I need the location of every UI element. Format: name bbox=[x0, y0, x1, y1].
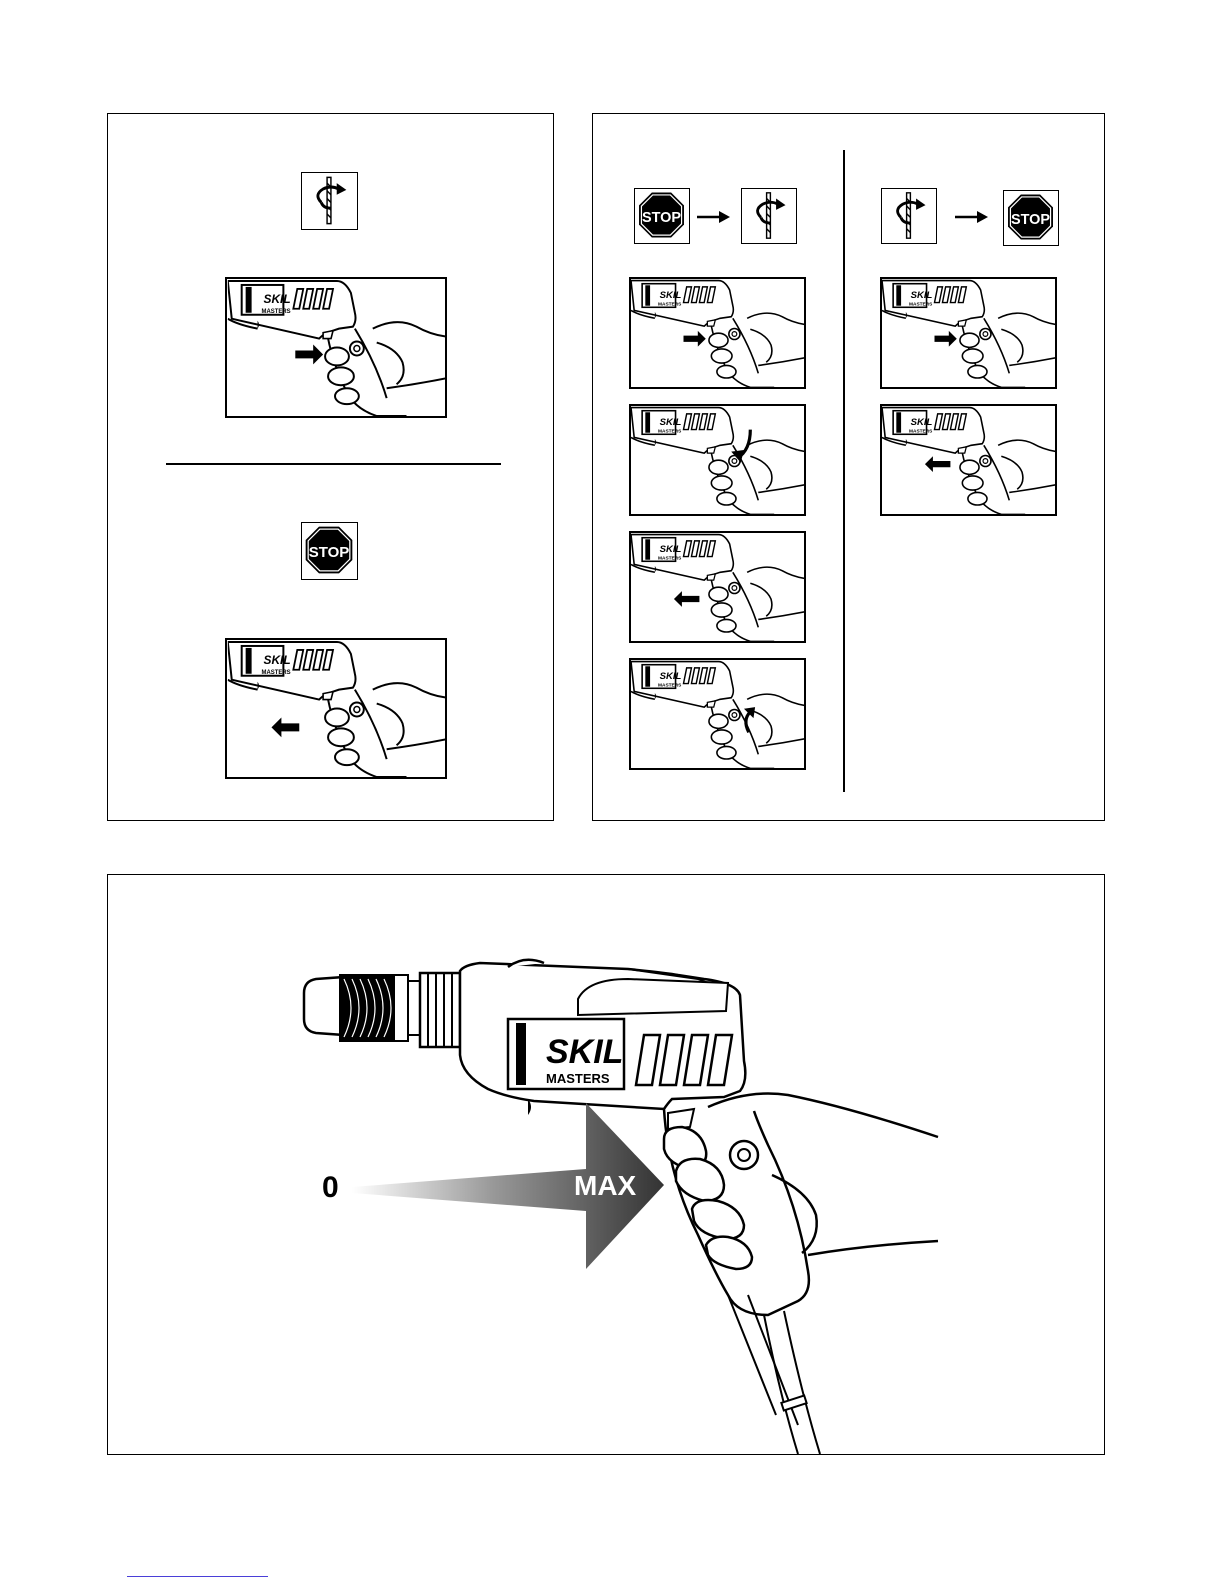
column-divider bbox=[843, 150, 845, 792]
rotation-icon bbox=[742, 189, 795, 242]
unlock-step-1-illustration: SKIL MASTERS bbox=[880, 277, 1057, 389]
brand-sub: MASTERS bbox=[546, 1071, 610, 1086]
unlock-step-2-illustration: SKIL MASTERS bbox=[880, 404, 1057, 516]
svg-text:SKIL: SKIL bbox=[911, 417, 933, 428]
rotation-icon bbox=[882, 189, 935, 242]
stop-symbol-box: STOP bbox=[634, 188, 690, 244]
svg-text:STOP: STOP bbox=[309, 544, 350, 561]
lock-step-2-illustration: SKIL MASTERS bbox=[629, 404, 806, 516]
stop-sign-icon: STOP bbox=[1004, 191, 1057, 244]
svg-text:SKIL: SKIL bbox=[660, 671, 682, 682]
chuck-tip bbox=[304, 977, 344, 1035]
svg-text:SKIL: SKIL bbox=[660, 417, 682, 428]
rotation-symbol-box bbox=[301, 172, 358, 230]
footer-link-rule bbox=[127, 1576, 268, 1577]
switch-off-illustration: SKIL MASTERS bbox=[225, 638, 447, 779]
divider bbox=[166, 463, 501, 465]
rotation-icon bbox=[302, 173, 356, 228]
svg-text:STOP: STOP bbox=[642, 210, 681, 226]
variable-speed-illustration: SKIL MASTERS 0 bbox=[108, 875, 1104, 1454]
arrow-left-icon bbox=[925, 456, 950, 472]
brand-sub: MASTERS bbox=[262, 309, 291, 315]
arrow-left-icon bbox=[674, 591, 699, 607]
lock-step-1-illustration: SKIL MASTERS bbox=[629, 277, 806, 389]
arrow-right-icon bbox=[295, 345, 323, 365]
svg-text:MASTERS: MASTERS bbox=[658, 683, 681, 689]
lock-step-3-illustration: SKIL MASTERS bbox=[629, 531, 806, 643]
arrow-right-icon bbox=[697, 210, 731, 224]
svg-text:MASTERS: MASTERS bbox=[909, 302, 932, 308]
speed-min-label: 0 bbox=[322, 1171, 339, 1204]
variable-speed-panel: SKIL MASTERS 0 bbox=[107, 874, 1105, 1455]
speed-max-label: MAX bbox=[574, 1170, 637, 1201]
rotation-symbol-box bbox=[881, 188, 937, 244]
switch-on-illustration: SKIL MASTERS bbox=[225, 277, 447, 418]
lock-switch-panel: STOP STOP SKIL MASTERS SKIL MAST bbox=[592, 113, 1105, 821]
arrow-left-icon bbox=[271, 717, 299, 737]
stop-symbol-box: STOP bbox=[301, 522, 358, 580]
switch-on-off-panel: SKIL MASTERS STOP SKIL MASTERS bbox=[107, 113, 554, 821]
arrow-right-icon bbox=[955, 210, 989, 224]
brand-logo: SKIL bbox=[264, 292, 291, 306]
brand-sub: MASTERS bbox=[262, 670, 291, 676]
power-cord bbox=[764, 1311, 820, 1454]
svg-text:MASTERS: MASTERS bbox=[909, 429, 932, 435]
svg-text:SKIL: SKIL bbox=[911, 290, 933, 301]
svg-text:SKIL: SKIL bbox=[660, 544, 682, 555]
stop-symbol-box: STOP bbox=[1003, 190, 1059, 246]
arrow-right-icon bbox=[684, 331, 706, 347]
stop-sign-icon: STOP bbox=[635, 189, 688, 242]
svg-text:STOP: STOP bbox=[1011, 212, 1050, 228]
svg-text:MASTERS: MASTERS bbox=[658, 429, 681, 435]
brand-logo: SKIL bbox=[264, 653, 291, 667]
arrow-right-icon bbox=[935, 331, 957, 347]
svg-text:SKIL: SKIL bbox=[660, 290, 682, 301]
stop-sign-icon: STOP bbox=[302, 523, 356, 578]
lock-step-4-illustration: SKIL MASTERS bbox=[629, 658, 806, 770]
rotation-symbol-box bbox=[741, 188, 797, 244]
brand-logo: SKIL bbox=[546, 1033, 623, 1071]
svg-text:MASTERS: MASTERS bbox=[658, 302, 681, 308]
svg-text:MASTERS: MASTERS bbox=[658, 556, 681, 562]
